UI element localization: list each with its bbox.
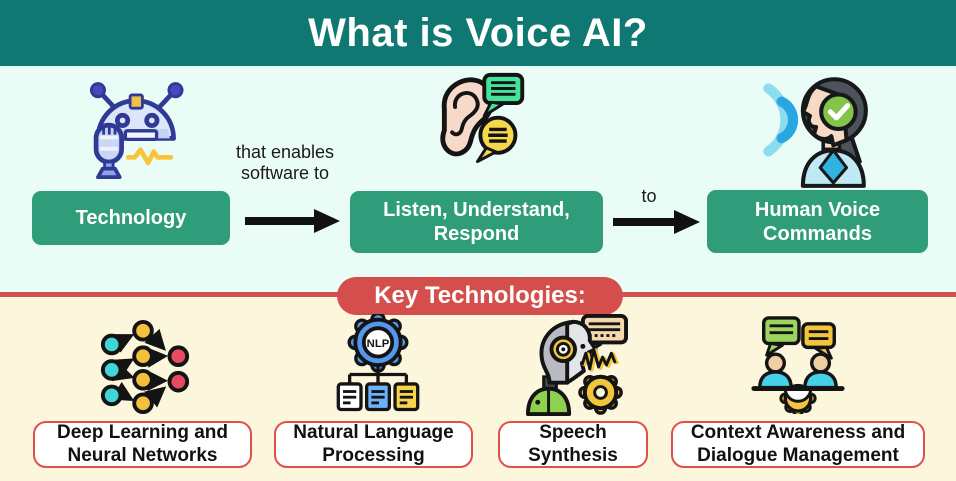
header-banner: What is Voice AI?: [0, 0, 956, 66]
technology-box: Technology: [32, 191, 230, 245]
technology-box-label: Technology: [75, 207, 187, 229]
context-awareness-label-line2: Dialogue Management: [697, 444, 899, 466]
deep-learning-label-line2: Neural Networks: [67, 444, 218, 466]
human-voice-commands-box: Human Voice Commands: [707, 190, 928, 253]
flow-arrow-1-icon: [245, 209, 340, 233]
nlp-label: Natural Language Processing: [274, 421, 473, 468]
nlp-gear-icon: NLP: [336, 314, 420, 412]
speech-synthesis-label-line1: Speech: [539, 422, 607, 444]
deep-learning-label: Deep Learning and Neural Networks: [33, 421, 252, 468]
context-awareness-label-line1: Context Awareness and: [690, 422, 906, 444]
speech-synthesis-label: Speech Synthesis: [498, 421, 648, 468]
context-awareness-label: Context Awareness and Dialogue Managemen…: [671, 421, 925, 468]
nlp-label-line2: Processing: [322, 444, 425, 466]
human-voice-commands-label: Human Voice Commands: [754, 198, 881, 245]
connector-enables-text: that enables software to: [235, 142, 335, 183]
listen-understand-respond-label: Listen, Understand, Respond: [383, 199, 570, 245]
nlp-gear-text: NLP: [367, 338, 390, 350]
flow-arrow-2-icon: [613, 210, 700, 234]
key-technologies-banner-label: Key Technologies:: [374, 282, 586, 309]
deep-learning-label-line1: Deep Learning and: [56, 422, 229, 444]
listen-understand-respond-box: Listen, Understand, Respond: [350, 191, 603, 253]
nlp-label-line1: Natural Language: [293, 422, 454, 444]
page-title: What is Voice AI?: [308, 10, 648, 55]
speech-synthesis-robot-icon: [526, 314, 628, 416]
robot-assistant-icon: [89, 82, 184, 180]
connector-to-text: to: [641, 186, 657, 206]
key-technologies-banner: Key Technologies:: [337, 277, 623, 315]
neural-network-icon: [100, 319, 190, 415]
speech-synthesis-label-line2: Synthesis: [528, 444, 618, 466]
ear-listening-icon: [440, 72, 525, 164]
human-speaking-icon: [763, 77, 868, 188]
dialogue-people-icon: [751, 316, 845, 414]
